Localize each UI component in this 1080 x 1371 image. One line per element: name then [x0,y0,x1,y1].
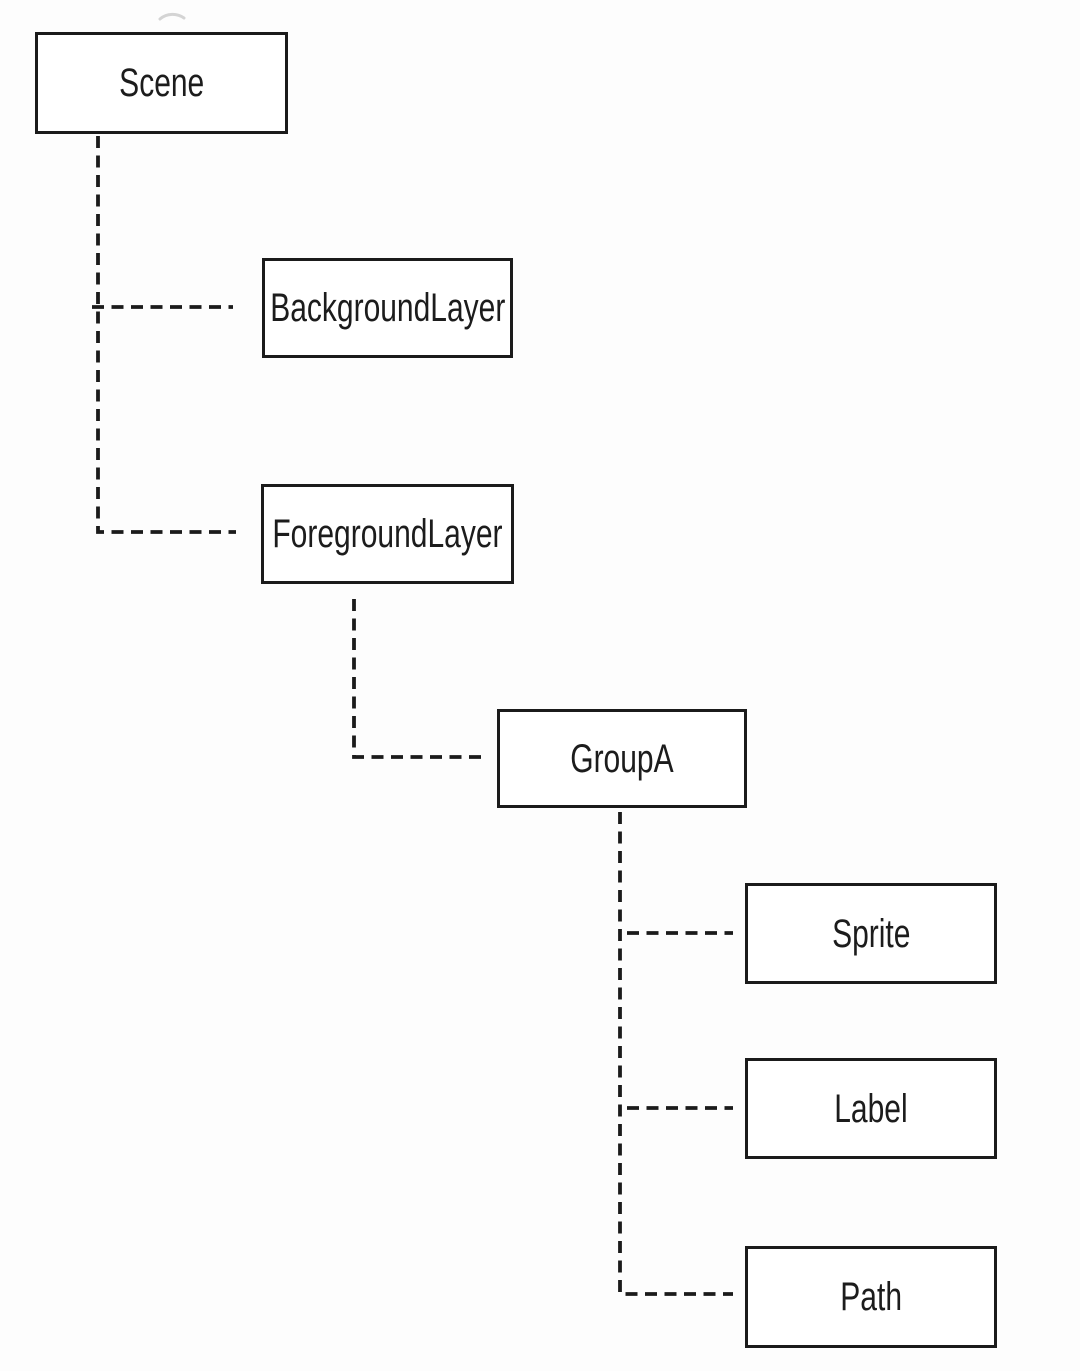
node-label-label: Label [834,1086,908,1131]
node-scene-label: Scene [118,61,205,105]
node-label: Label [745,1058,997,1159]
node-backgroundlayer: BackgroundLayer [262,258,513,358]
connector-groupa-path [618,812,733,1296]
node-foregroundlayer: ForegroundLayer [261,484,514,584]
connector-scene-foregroundlayer [96,136,236,534]
node-foregroundlayer-label: ForegroundLayer [272,512,503,556]
node-path-label: Path [840,1275,902,1319]
node-scene: Scene [35,32,288,134]
node-path: Path [745,1246,997,1348]
connector-foregroundlayer-groupa [352,599,488,759]
node-sprite-label: Sprite [831,911,911,956]
stray-mark [158,12,186,21]
node-backgroundlayer-label: BackgroundLayer [269,286,506,330]
node-groupa-label: GroupA [570,736,674,781]
node-sprite: Sprite [745,883,997,984]
node-groupa: GroupA [497,709,747,808]
